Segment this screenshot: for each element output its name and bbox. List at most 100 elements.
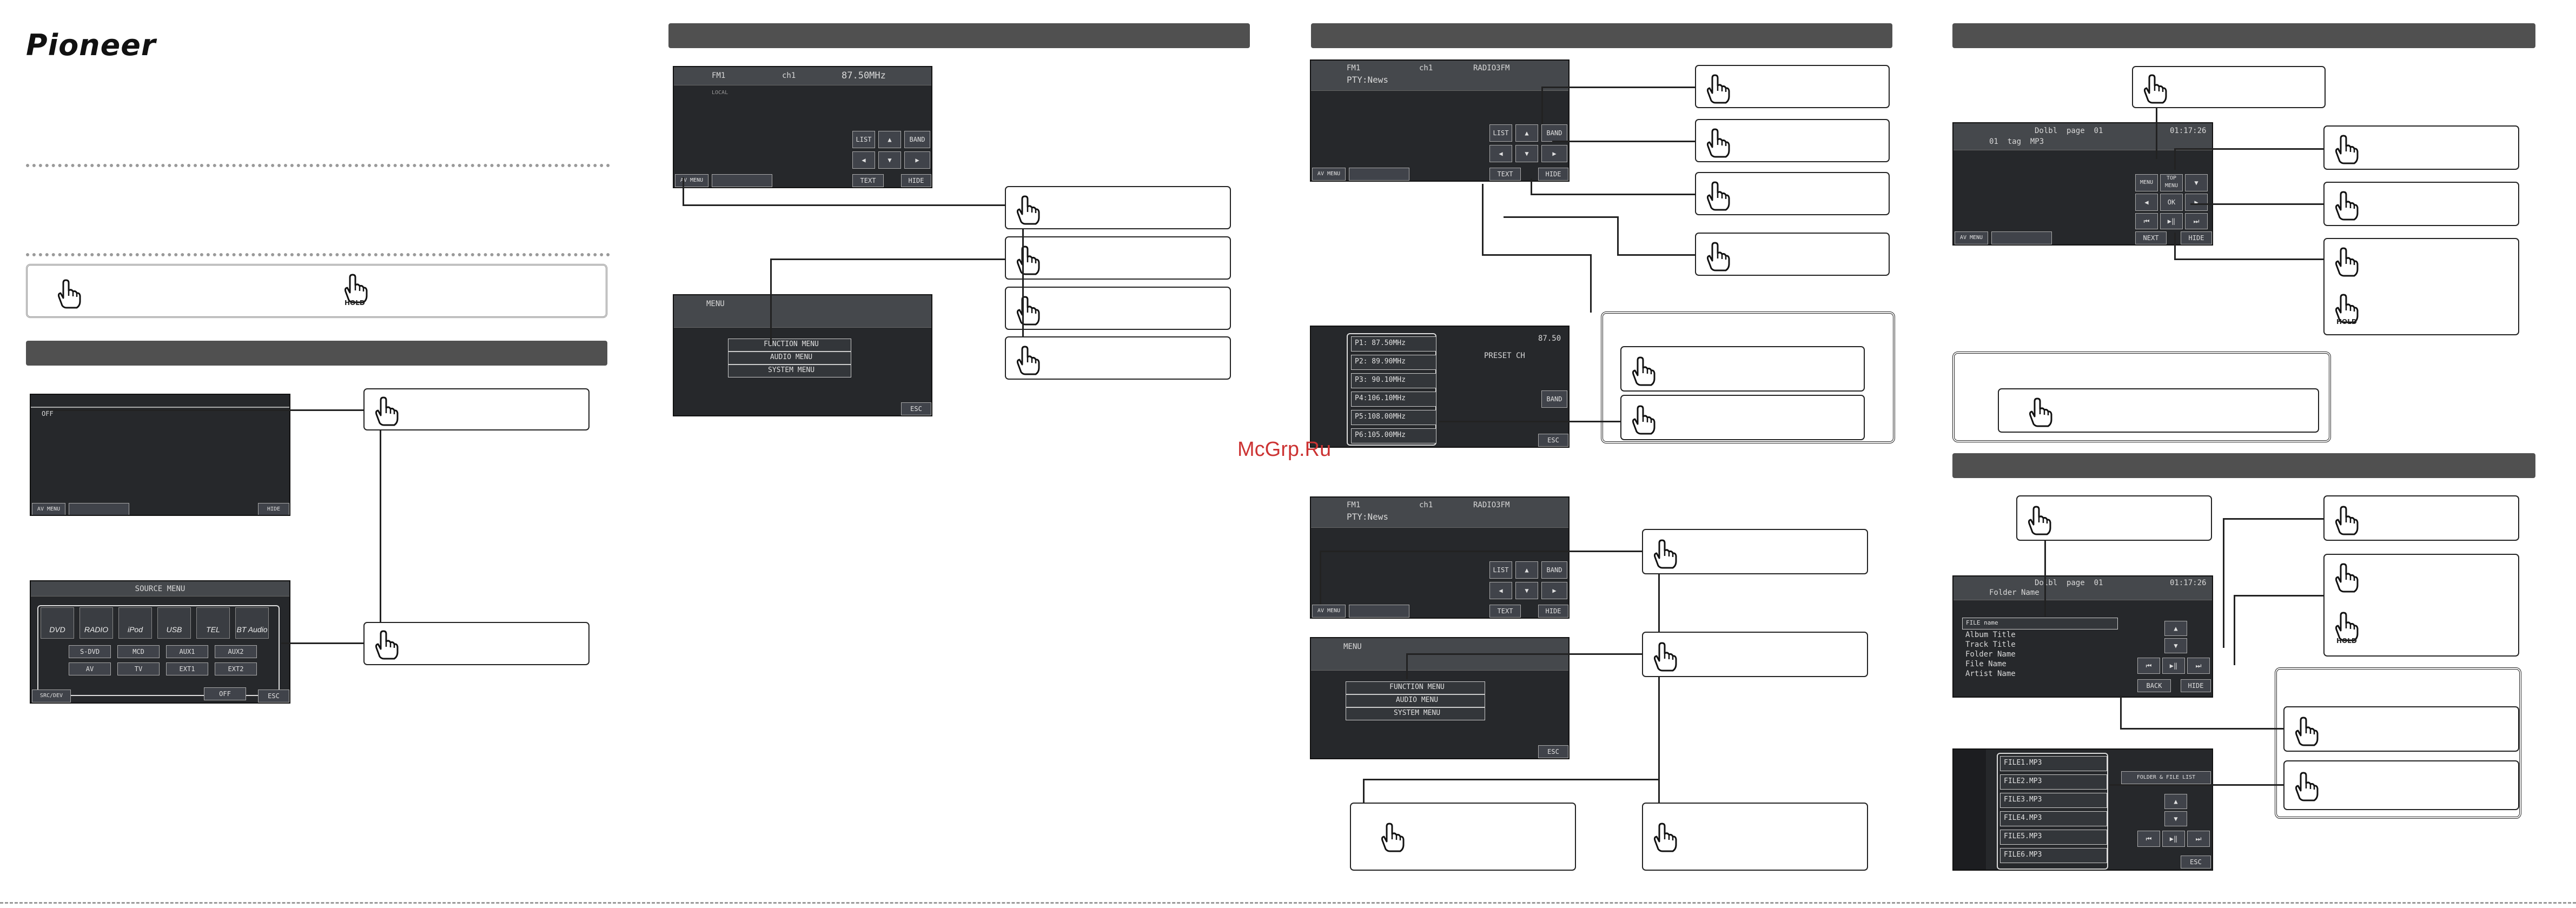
down-button[interactable]: ▼ [2164,811,2187,826]
tv-button[interactable]: TV [117,662,160,675]
src-dev-button[interactable]: SRC/DEV [32,690,71,702]
hide-button[interactable]: HIDE [258,503,289,515]
menu-button[interactable]: MENU [2135,174,2158,191]
usb-source-icon[interactable]: USB [157,607,191,639]
bt-audio-source-icon[interactable]: BT Audio [235,607,269,639]
band-button[interactable]: BAND [1541,124,1567,142]
list-item[interactable]: Folder Name [1965,650,2016,659]
down-button[interactable]: ▼ [2185,174,2208,191]
up-button[interactable]: ▲ [1515,561,1538,579]
next-button[interactable]: NEXT [2135,231,2167,244]
up-button[interactable]: ▲ [2164,621,2187,636]
esc-button[interactable]: ESC [1538,434,1568,447]
right-button[interactable]: ▶ [904,151,930,169]
play-pause-icon[interactable]: ▶‖ [2160,213,2183,229]
left-button[interactable]: ◀ [1489,145,1512,162]
ipod-source-icon[interactable]: iPod [118,607,152,639]
dual-tab[interactable] [1349,605,1409,618]
file-item[interactable]: FILE6.MP3 [2000,848,2107,863]
audio-menu-button[interactable]: AUDIO MENU [728,352,851,364]
band-button[interactable]: BAND [1541,390,1567,408]
hide-button[interactable]: HIDE [1538,168,1568,181]
radio-source-icon[interactable]: RADIO [80,607,113,639]
list-item[interactable]: File Name [1965,660,2007,668]
up-button[interactable]: ▲ [878,131,901,148]
left-button[interactable]: ◀ [2135,194,2158,211]
preset-item[interactable]: P5:108.00MHz [1351,410,1436,425]
list-item[interactable]: Track Title [1965,640,2016,649]
up-button[interactable]: ▲ [1515,124,1538,142]
list-button[interactable]: LIST [1489,124,1512,142]
list-item[interactable]: Album Title [1965,631,2016,639]
previous-track-icon[interactable]: ⏮ [2137,831,2160,847]
dvd-source-icon[interactable]: DVD [41,607,74,639]
top-menu-button[interactable]: TOP MENU [2160,174,2183,191]
av-menu-button[interactable]: AV MENU [1312,168,1346,181]
ext1-button[interactable]: EXT1 [166,662,208,675]
preset-item[interactable]: P4:106.10MHz [1351,392,1436,407]
dual-tab[interactable] [712,174,772,187]
file-item[interactable]: FILE5.MP3 [2000,830,2107,845]
ext2-button[interactable]: EXT2 [215,662,257,675]
av-menu-button[interactable]: AV MENU [32,503,65,515]
file-item[interactable]: FILE3.MP3 [2000,793,2107,808]
hide-button[interactable]: HIDE [1538,605,1568,618]
previous-track-icon[interactable]: ⏮ [2137,658,2160,674]
file-item[interactable]: FILE1.MP3 [2000,756,2107,771]
esc-button[interactable]: ESC [1538,745,1568,758]
band-button[interactable]: BAND [1541,561,1567,579]
preset-item[interactable]: P6:105.00MHz [1351,428,1436,443]
s-dvd-button[interactable]: S-DVD [69,645,111,658]
tel-source-icon[interactable]: TEL [196,607,230,639]
off-button[interactable]: OFF [204,687,246,700]
dual-tab[interactable] [1991,231,2052,244]
list-item[interactable]: Artist Name [1965,670,2016,678]
play-pause-icon[interactable]: ▶‖ [2162,658,2185,674]
hide-button[interactable]: HIDE [2181,231,2212,244]
dual-tab[interactable] [69,503,129,515]
next-track-icon[interactable]: ⏭ [2187,831,2210,847]
preset-item[interactable]: P1: 87.50MHz [1351,336,1436,352]
up-button[interactable]: ▲ [2164,794,2187,809]
back-button[interactable]: BACK [2137,679,2171,692]
file-item[interactable]: FILE2.MP3 [2000,774,2107,790]
system-menu-button[interactable]: SYSTEM MENU [728,364,851,377]
file-item[interactable]: FILE4.MP3 [2000,811,2107,826]
mcd-button[interactable]: MCD [117,645,160,658]
down-button[interactable]: ▼ [878,151,901,169]
preset-item[interactable]: P3: 90.10MHz [1351,373,1436,388]
av-menu-button[interactable]: AV MENU [1312,605,1346,618]
folder-file-list-tab[interactable]: FOLDER & FILE LIST [2121,771,2211,784]
aux2-button[interactable]: AUX2 [215,645,257,658]
left-button[interactable]: ◀ [852,151,875,169]
right-button[interactable]: ▶ [2185,194,2208,211]
av-menu-button[interactable]: AV MENU [675,174,708,187]
av-menu-button[interactable]: AV MENU [1955,231,1988,244]
next-track-icon[interactable]: ⏭ [2187,658,2210,674]
right-button[interactable]: ▶ [1541,582,1567,599]
av-button[interactable]: AV [69,662,111,675]
band-button[interactable]: BAND [904,131,930,148]
audio-menu-button[interactable]: AUDIO MENU [1346,694,1485,707]
play-pause-icon[interactable]: ▶‖ [2162,831,2185,847]
off-label[interactable]: OFF [42,410,54,417]
dual-tab[interactable] [1349,168,1409,181]
text-button[interactable]: TEXT [1489,605,1521,618]
esc-button[interactable]: ESC [901,402,931,415]
right-button[interactable]: ▶ [1541,145,1567,162]
left-button[interactable]: ◀ [1489,582,1512,599]
system-menu-button[interactable]: SYSTEM MENU [1346,707,1485,720]
down-button[interactable]: ▼ [2164,638,2187,653]
hide-button[interactable]: HIDE [901,174,931,187]
ok-button[interactable]: OK [2160,194,2183,211]
hide-button[interactable]: HIDE [2181,679,2211,692]
next-track-icon[interactable]: ⏭ [2185,213,2208,229]
aux1-button[interactable]: AUX1 [166,645,208,658]
previous-track-icon[interactable]: ⏮ [2135,213,2158,229]
text-button[interactable]: TEXT [1489,168,1521,181]
function-menu-button[interactable]: FUNCTION MENU [1346,681,1485,694]
esc-button[interactable]: ESC [2181,856,2211,869]
down-button[interactable]: ▼ [1515,145,1538,162]
text-button[interactable]: TEXT [852,174,884,187]
function-menu-button[interactable]: FUNCTION MENU [728,339,851,352]
